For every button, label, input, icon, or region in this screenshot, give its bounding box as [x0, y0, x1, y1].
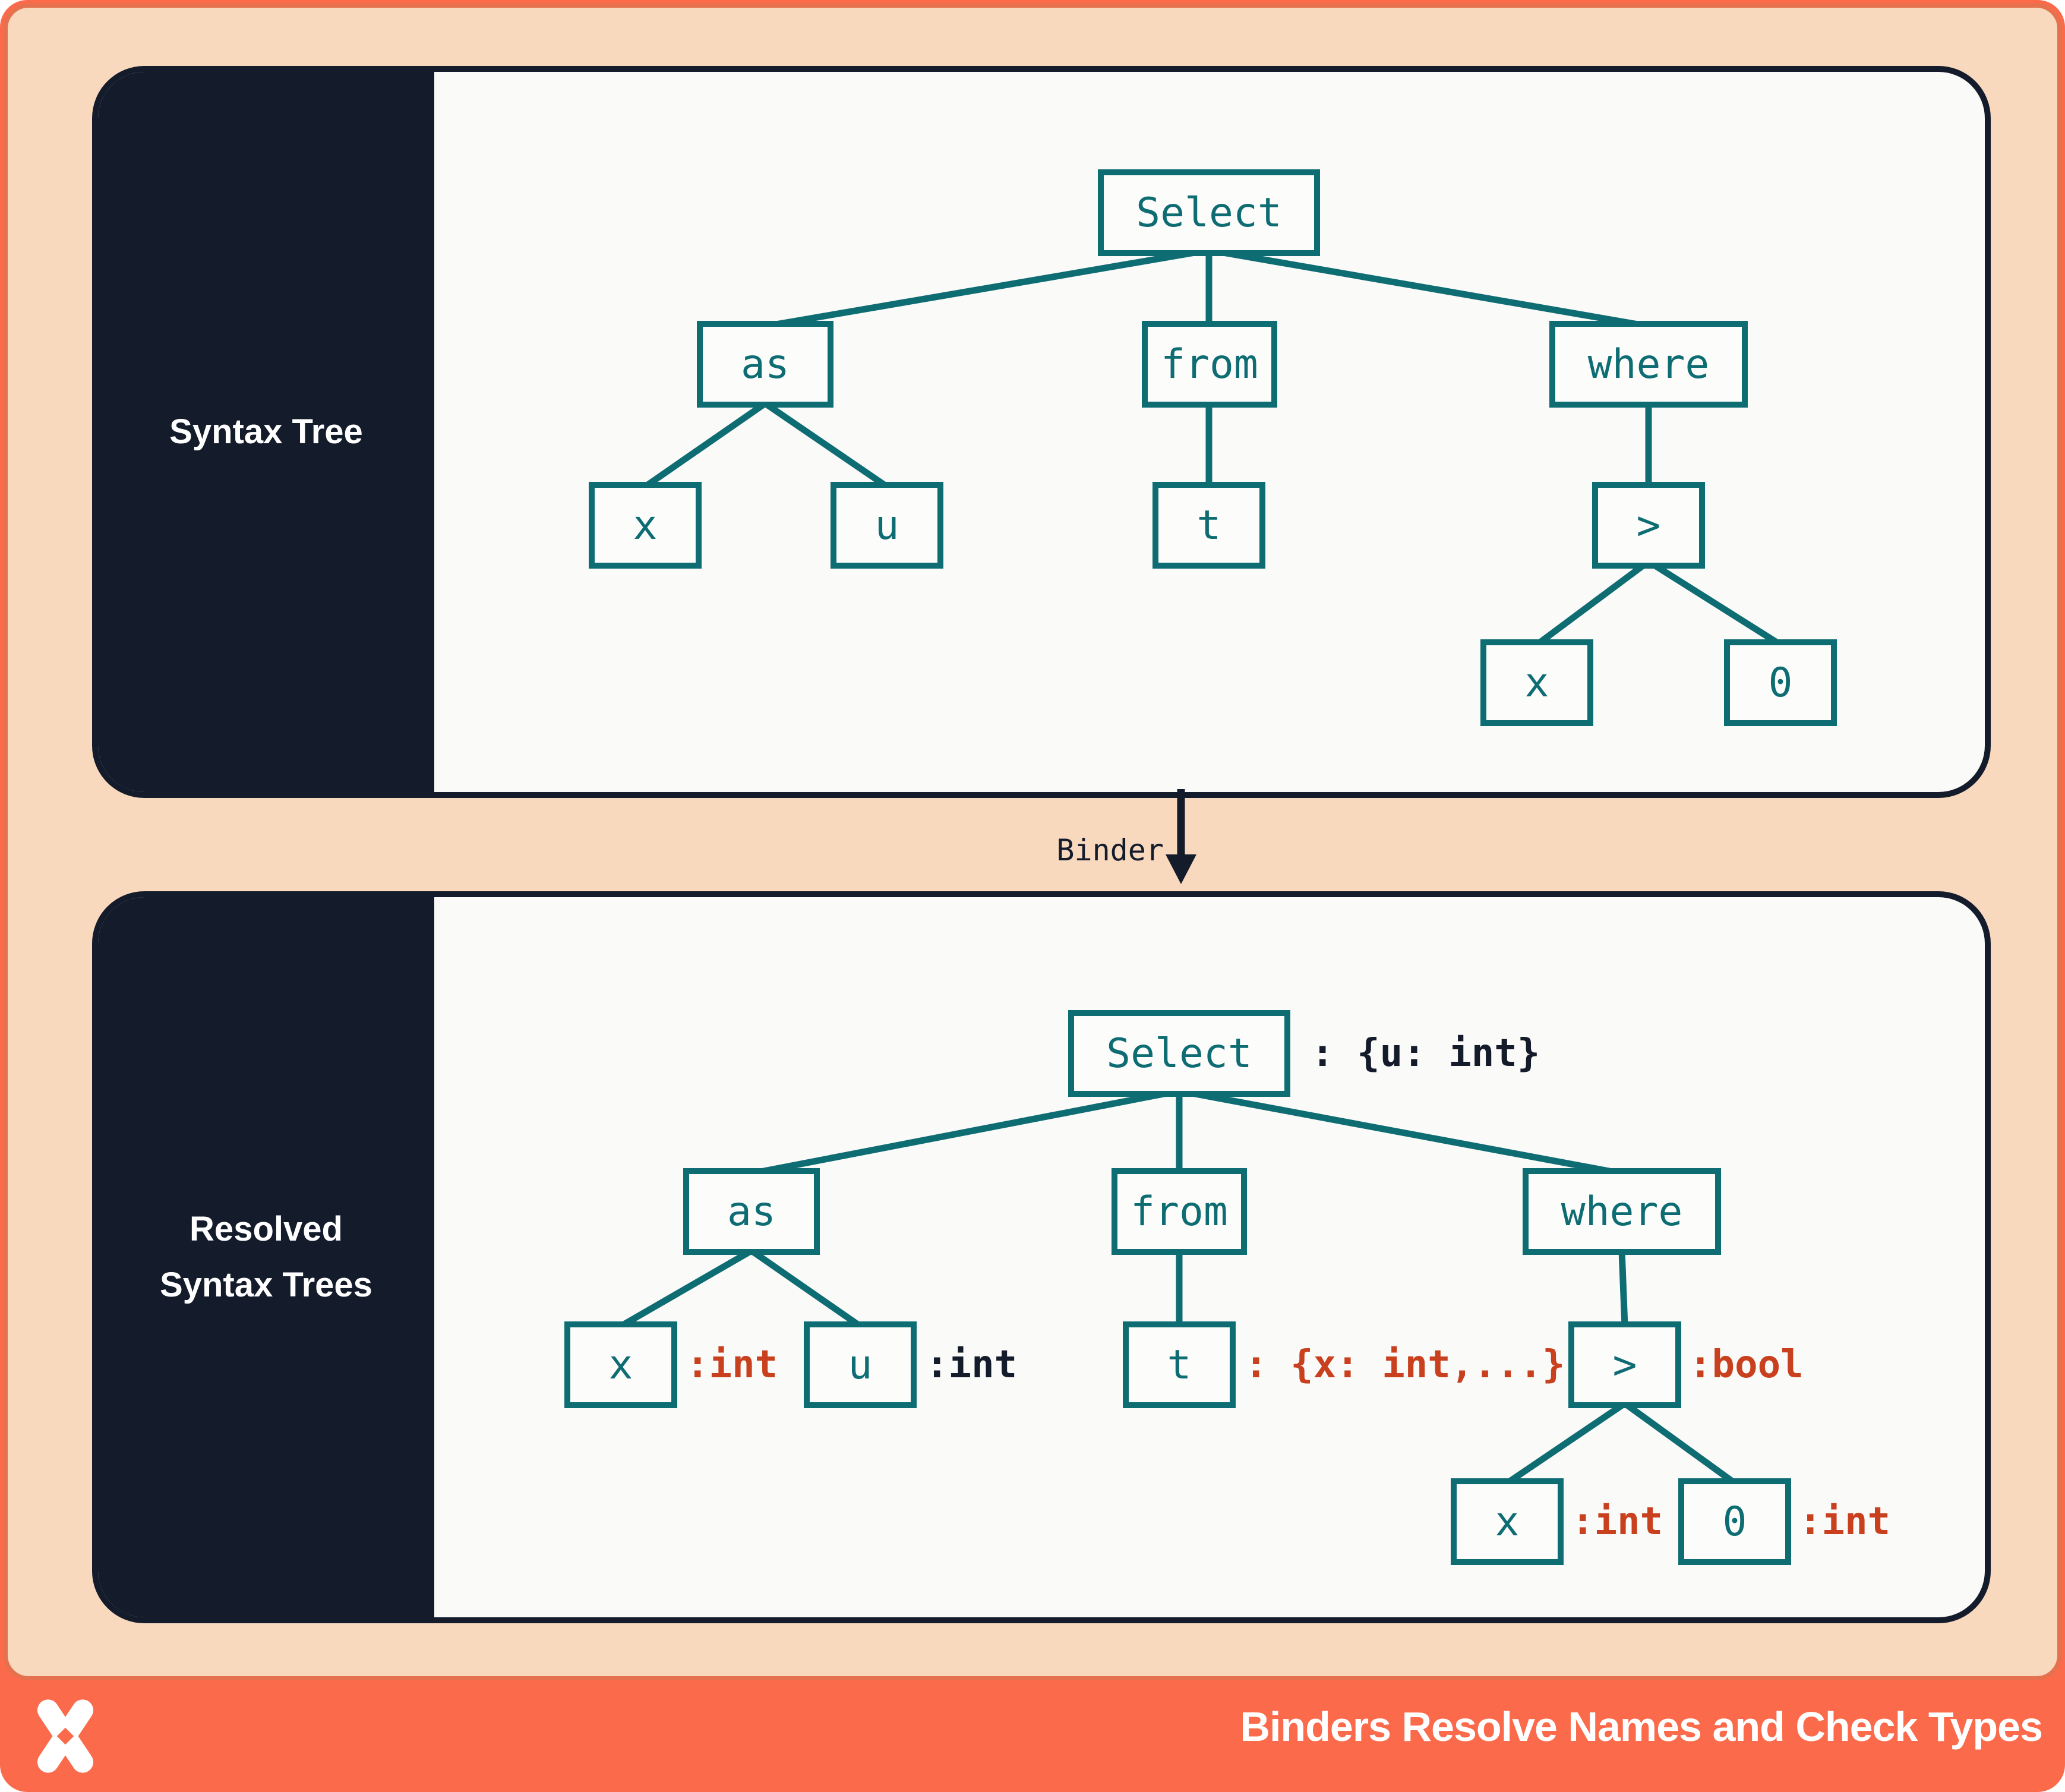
tree1-node-x-label: x — [633, 501, 658, 549]
tree2-node-from: from — [1112, 1168, 1247, 1255]
tree1-node-x: x — [589, 482, 702, 569]
tree1-node-u-label: u — [874, 501, 899, 549]
syntax-tree-panel: Select as from where x u t > — [92, 66, 1991, 798]
tree1-node-gt: > — [1592, 482, 1705, 569]
tree2-node-zero: 0 — [1678, 1478, 1791, 1565]
pinwheel-logo-icon — [37, 1699, 94, 1773]
tree1-node-where: where — [1549, 321, 1748, 408]
tree1-node-select-label: Select — [1136, 189, 1282, 236]
tree2-node-from-label: from — [1131, 1188, 1228, 1235]
tree2-zero-type-annotation: :int — [1799, 1500, 1891, 1544]
tree2-node-t: t — [1123, 1321, 1236, 1408]
tree2-gt-type-annotation: :bool — [1689, 1343, 1804, 1387]
tree2-node-u-label: u — [848, 1341, 873, 1389]
tree2-node-zero-label: 0 — [1722, 1498, 1747, 1545]
tree2-node-where-label: where — [1561, 1188, 1683, 1235]
tree1-node-select: Select — [1098, 169, 1320, 256]
resolved-syntax-trees-panel-title: Resolved Syntax Trees — [160, 1210, 372, 1304]
tree2-node-x: x — [564, 1321, 677, 1408]
tree1-node-as: as — [697, 321, 833, 408]
resolved-syntax-trees-sidebar: Resolved Syntax Trees — [98, 897, 434, 1617]
tree2-node-where: where — [1523, 1168, 1721, 1255]
tree1-node-x2-label: x — [1524, 659, 1549, 706]
footer-title: Binders Resolve Names and Check Types — [1240, 1703, 2043, 1750]
resolved-syntax-trees-panel: Select : {u: int} as from where x :int u… — [92, 891, 1991, 1623]
tree2-x-type-annotation: :int — [686, 1343, 778, 1387]
tree1-node-from-label: from — [1161, 340, 1258, 388]
tree2-node-t-label: t — [1167, 1341, 1192, 1389]
tree2-node-gt: > — [1568, 1321, 1681, 1408]
tree1-node-t-label: t — [1196, 501, 1221, 549]
tree2-node-u: u — [804, 1321, 917, 1408]
tree2-node-x2: x — [1451, 1478, 1564, 1565]
content-background: Select as from where x u t > — [4, 4, 2061, 1680]
tree2-node-as-label: as — [727, 1188, 776, 1235]
syntax-tree-sidebar: Syntax Tree — [98, 72, 434, 792]
tree2-node-x-label: x — [608, 1341, 633, 1389]
tree2-select-type-annotation: : {u: int} — [1311, 1031, 1540, 1075]
binder-arrow-icon — [1166, 789, 1196, 884]
tree2-node-select-label: Select — [1106, 1030, 1252, 1077]
tree1-node-from: from — [1142, 321, 1277, 408]
tree2-node-x2-label: x — [1495, 1498, 1520, 1545]
tree1-node-zero: 0 — [1724, 639, 1837, 726]
syntax-tree-edges — [643, 247, 1782, 648]
binder-label: Binder — [1056, 833, 1164, 867]
tree1-node-gt-label: > — [1636, 501, 1661, 549]
tree2-t-type-annotation: : {x: int,...} — [1245, 1343, 1565, 1387]
tree1-node-as-label: as — [741, 340, 790, 388]
tree1-node-where-label: where — [1587, 340, 1710, 388]
tree1-node-x2: x — [1480, 639, 1593, 726]
tree2-u-type-annotation: :int — [926, 1343, 1018, 1387]
tree2-x2-type-annotation: :int — [1571, 1500, 1663, 1544]
tree1-node-t: t — [1153, 482, 1265, 569]
tree1-node-u: u — [831, 482, 943, 569]
syntax-tree-panel-title: Syntax Tree — [169, 412, 363, 452]
resolved-tree-edges — [619, 1087, 1737, 1486]
tree1-node-zero-label: 0 — [1768, 659, 1793, 706]
tree2-node-gt-label: > — [1612, 1341, 1637, 1389]
tree2-node-as: as — [683, 1168, 820, 1255]
tree2-node-select: Select — [1068, 1010, 1290, 1097]
